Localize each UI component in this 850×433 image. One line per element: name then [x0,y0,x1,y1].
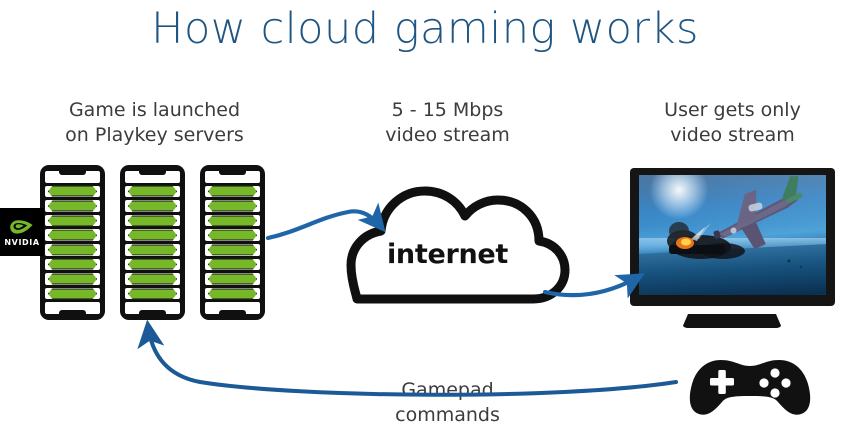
rack-slot [205,214,260,227]
nvidia-eye-icon [10,220,33,234]
caption-servers-line1: Game is launched [68,99,241,121]
server-blade [208,288,257,300]
rack-slot [125,185,180,198]
rack-slot-empty [205,302,260,315]
server-blade [128,200,177,212]
nvidia-logo-badge: NVIDIA [0,208,44,256]
rack-slot [45,185,100,198]
television [630,168,835,333]
server-blade [128,288,177,300]
server-blade [48,244,97,256]
rack-slot-empty [125,170,180,183]
server-rack [120,165,185,320]
tv-bezel [630,168,835,306]
rack-slot [205,258,260,271]
rack-slot [125,200,180,212]
internet-cloud: internet [325,165,570,315]
rack-slot [45,273,100,285]
gamepad-icon [686,356,814,418]
rack-slot [45,287,100,300]
tv-screen [639,175,826,295]
button-bottom [770,388,780,398]
server-rack [200,165,265,320]
caption-stream-line1: 5 - 15 Mbps [391,99,504,121]
server-blade [208,200,257,212]
server-blade [48,200,97,212]
burning-ship [669,223,725,254]
caption-servers-line2: on Playkey servers [65,124,244,146]
caption-gamepad-line2: commands [395,404,500,426]
server-blade [48,185,97,197]
rack-slot [45,258,100,271]
caption-user-line1: User gets only [664,99,801,121]
rack-slot [205,229,260,241]
rack-slot [205,200,260,212]
distant-object [787,259,791,263]
page-title: How cloud gaming works [151,4,699,54]
rack-slot [205,273,260,285]
server-blade [48,258,97,270]
server-blade [208,244,257,256]
server-blade [208,258,257,270]
caption-stream-bandwidth: 5 - 15 Mbps video stream [340,98,555,148]
gamepad-glyph [689,360,811,415]
rack-slot [125,229,180,241]
rack-slot-empty [45,302,100,315]
server-rack-group [40,165,265,320]
rack-slot [45,244,100,256]
server-blade [208,273,257,285]
button-top [770,368,780,378]
tv-stand [682,314,782,328]
rack-slot-empty [45,170,100,183]
rack-slot [205,244,260,256]
rack-slot [45,229,100,241]
caption-servers: Game is launched on Playkey servers [22,98,287,148]
rack-slot [125,244,180,256]
server-blade [48,288,97,300]
server-blade [48,215,97,227]
rack-slot-empty [125,302,180,315]
nvidia-wordmark: NVIDIA [4,238,40,247]
caption-user-video: User gets only video stream [625,98,840,148]
dpad-vertical [718,370,726,394]
rack-slot-empty [205,170,260,183]
cloud-label: internet [386,239,509,270]
server-blade [128,258,177,270]
rack-slot [45,200,100,212]
caption-gamepad-commands: Gamepad commands [335,378,560,428]
game-scene [667,176,804,269]
server-blade [128,244,177,256]
rack-slot [125,214,180,227]
rack-slot [125,258,180,271]
cloud-icon [346,186,570,304]
rack-slot [205,185,260,198]
caption-gamepad-line1: Gamepad [401,379,494,401]
server-blade [128,185,177,197]
warplane [713,176,804,250]
server-blade [128,273,177,285]
sun-flare [650,175,709,219]
server-blade [48,229,97,241]
rack-slot [45,214,100,227]
server-blade [208,229,257,241]
server-blade [48,273,97,285]
server-blade [208,185,257,197]
rack-slot [125,273,180,285]
button-right [781,378,791,388]
button-left [759,378,769,388]
distant-object [799,265,803,269]
server-blade [128,229,177,241]
server-blade [128,215,177,227]
rack-slot [205,287,260,300]
rack-slot [125,287,180,300]
server-rack [40,165,105,320]
server-blade [208,215,257,227]
caption-stream-line2: video stream [385,124,510,146]
caption-user-line2: video stream [670,124,795,146]
